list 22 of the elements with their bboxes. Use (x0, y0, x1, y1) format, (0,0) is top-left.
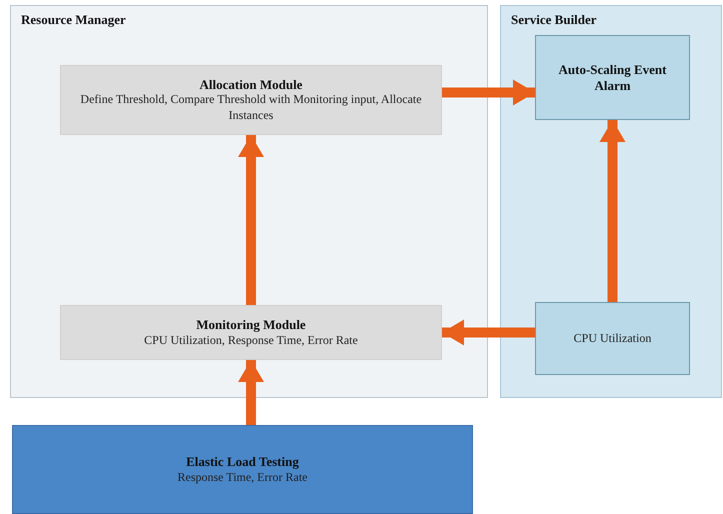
box-heading: Auto-Scaling Event Alarm (558, 62, 668, 94)
arrow (600, 120, 626, 302)
arrow (238, 360, 264, 425)
arrow (238, 135, 264, 305)
box-text: Define Threshold, Compare Threshold with Monitoring input, Allocate Instances (79, 92, 423, 124)
arrow (442, 320, 535, 346)
group-panel (10, 5, 488, 398)
box-heading: Monitoring Module (196, 316, 306, 332)
group-panel (500, 5, 722, 398)
module-box (60, 305, 442, 360)
box-heading: Elastic Load Testing (186, 454, 299, 470)
box-text: CPU Utilization, Response Time, Error Rate (144, 332, 358, 348)
box-heading: Service Builder (511, 12, 597, 28)
box-heading: Allocation Module (200, 76, 302, 92)
box-text: Response Time, Error Rate (178, 470, 308, 486)
process-box (12, 425, 473, 514)
box-heading: Resource Manager (21, 12, 126, 28)
arrow (442, 80, 535, 106)
process-box (535, 35, 690, 120)
box-text: CPU Utilization (574, 330, 652, 346)
module-box (60, 65, 442, 135)
process-box (535, 302, 690, 375)
